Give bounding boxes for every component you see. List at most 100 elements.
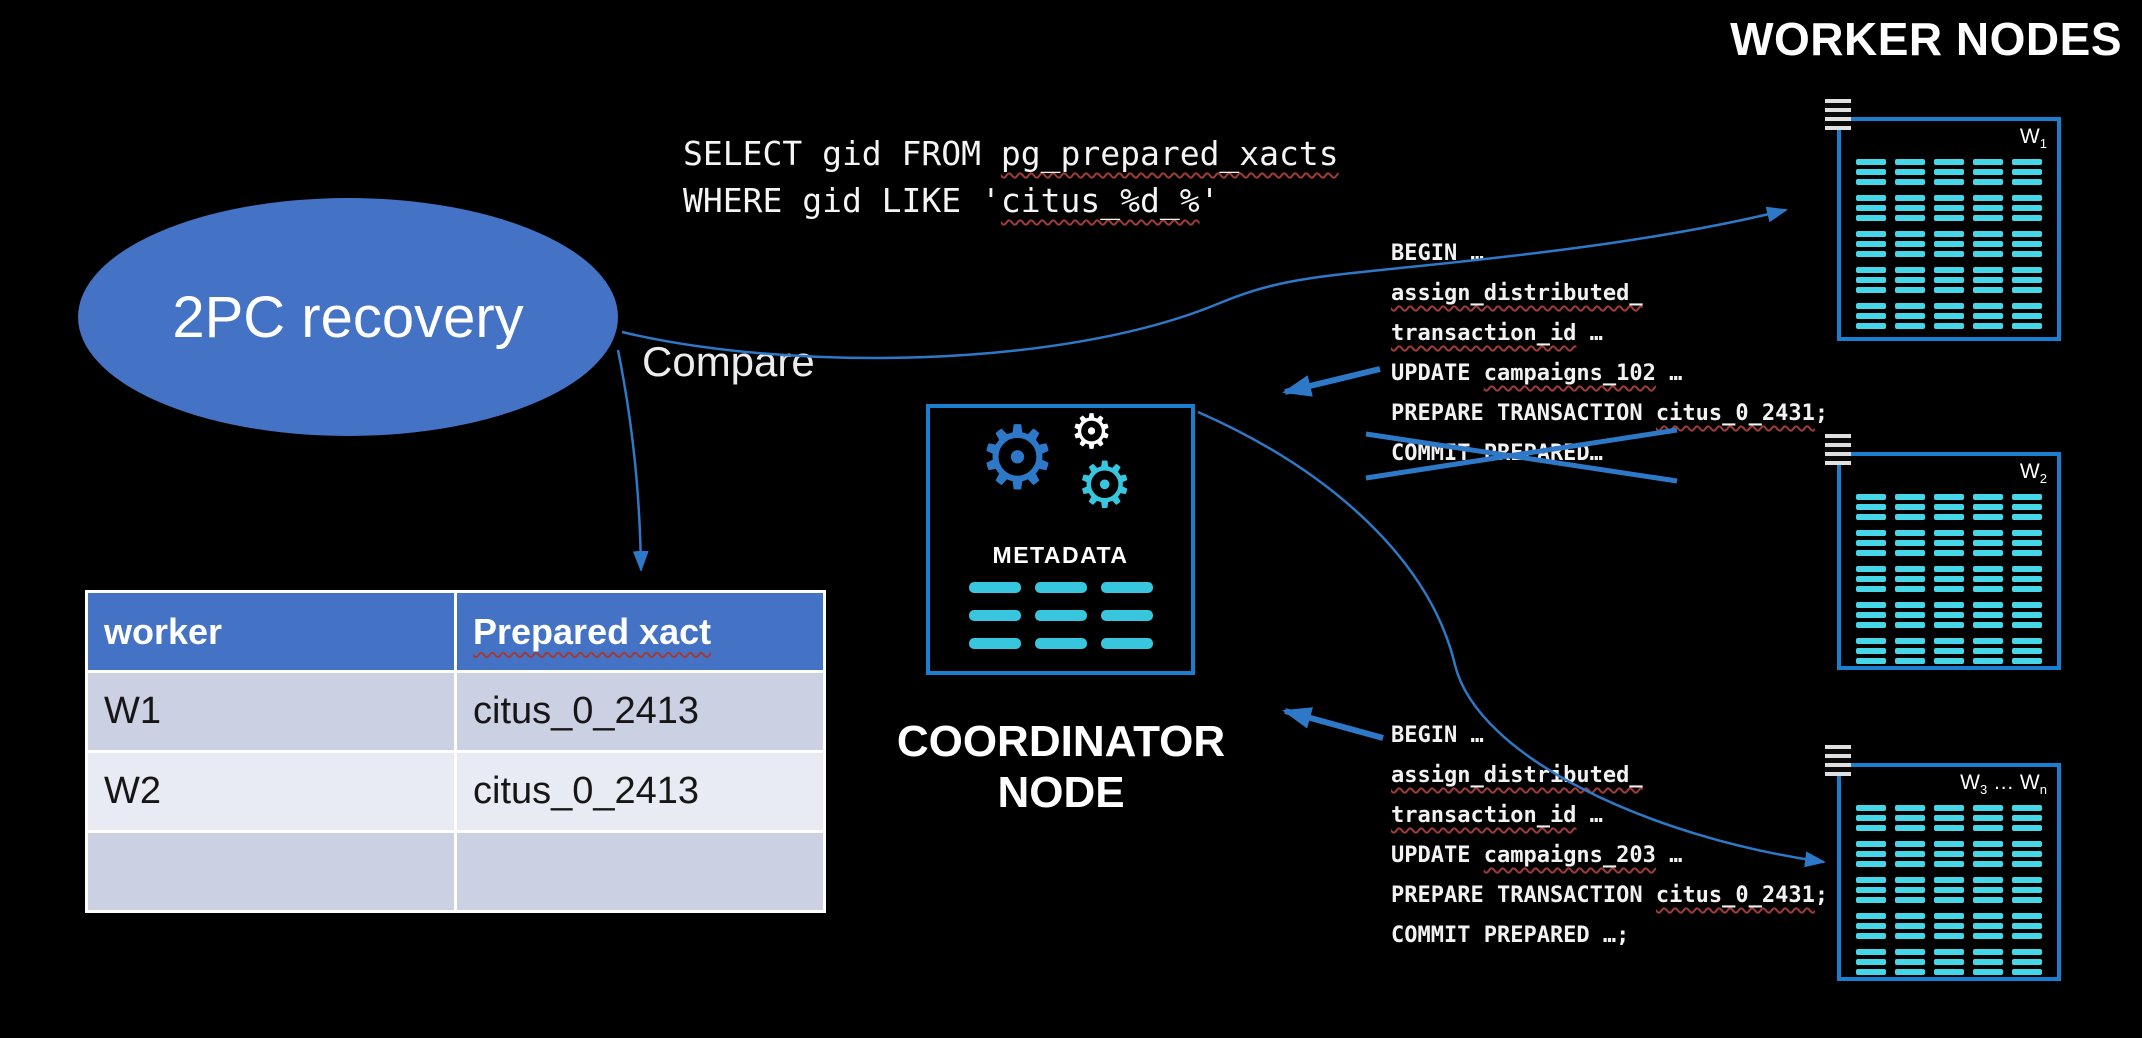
metadata-line <box>1034 582 1087 593</box>
server-unit-icon <box>1934 159 1964 185</box>
server-unit-icon <box>2012 159 2042 185</box>
server-unit-icon <box>1973 841 2003 867</box>
server-unit-icon <box>1856 303 1886 329</box>
server-unit-icon <box>1934 877 1964 903</box>
compare-label: Compare <box>642 338 815 385</box>
coordinator-box: ⚙ ⚙ ⚙ METADATA <box>926 404 1195 675</box>
worker-label: W3 … Wn <box>1960 771 2047 798</box>
server-unit-icon <box>1856 267 1886 293</box>
server-unit-icon <box>1895 303 1925 329</box>
server-unit-icon <box>2012 602 2042 628</box>
worker-box: W2 <box>1825 434 2061 670</box>
server-unit-icon <box>1934 195 1964 221</box>
2pc-recovery-ellipse: 2PC recovery <box>78 198 618 436</box>
server-unit-icon <box>1973 949 2003 975</box>
server-unit-icon <box>1934 638 1964 664</box>
coordinator-node-title: COORDINATOR NODE <box>876 716 1246 818</box>
server-unit-icon <box>1934 841 1964 867</box>
server-unit-icon <box>2012 638 2042 664</box>
server-unit-icon <box>2012 530 2042 556</box>
server-unit-icon <box>1973 494 2003 520</box>
table-cell: W1 <box>88 673 454 750</box>
table-cell: citus_0_2413 <box>457 753 823 830</box>
tx-line: COMMIT PREPARED …; <box>1391 923 1630 948</box>
server-unit-icon <box>1856 530 1886 556</box>
server-unit-icon <box>1973 638 2003 664</box>
coordinator-title-line: NODE <box>997 768 1125 817</box>
server-unit-icon <box>1895 530 1925 556</box>
metadata-line <box>968 582 1021 593</box>
sql-line: SELECT gid FROM pg_prepared_xacts <box>683 134 1339 173</box>
worker-label: W1 <box>2019 125 2047 152</box>
server-unit-icon <box>1856 602 1886 628</box>
tx-line: transaction_id … <box>1391 321 1603 346</box>
server-unit-icon <box>2012 949 2042 975</box>
tx-line: PREPARE TRANSACTION citus_0_2431; <box>1391 401 1829 426</box>
server-unit-icon <box>2012 566 2042 592</box>
server-unit-icon <box>1895 602 1925 628</box>
server-unit-icon <box>1973 303 2003 329</box>
metadata-line <box>1034 610 1087 621</box>
server-unit-icon <box>1934 913 1964 939</box>
server-unit-icon <box>1856 231 1886 257</box>
server-unit-icon <box>1856 638 1886 664</box>
metadata-line <box>968 638 1021 649</box>
server-unit-icon <box>1934 805 1964 831</box>
server-unit-icon <box>1895 494 1925 520</box>
server-unit-icon <box>1973 602 2003 628</box>
server-unit-icon <box>2012 195 2042 221</box>
server-unit-icon <box>2012 877 2042 903</box>
tx-block: BEGIN …assign_distributed_transaction_id… <box>1391 234 1931 474</box>
server-unit-icon <box>1934 303 1964 329</box>
server-unit-icon <box>2012 231 2042 257</box>
server-icon <box>1825 745 1851 776</box>
server-icon <box>1825 99 1851 130</box>
gear-icon: ⚙ <box>1070 404 1114 460</box>
server-grid <box>1856 159 2042 329</box>
server-unit-icon <box>1934 602 1964 628</box>
server-unit-icon <box>1895 841 1925 867</box>
table-header-cell: Prepared xact <box>457 593 823 670</box>
sql-line: WHERE gid LIKE 'citus_%d_%' <box>683 181 1220 220</box>
gear-icon: ⚙ <box>978 406 1057 509</box>
server-unit-icon <box>1895 638 1925 664</box>
tx-line: BEGIN … <box>1391 723 1484 748</box>
server-unit-icon <box>2012 494 2042 520</box>
server-unit-icon <box>1856 195 1886 221</box>
server-unit-icon <box>1973 195 2003 221</box>
arrow-tx1-to-coordinator <box>1282 366 1381 397</box>
server-unit-icon <box>1856 159 1886 185</box>
table-cell: citus_0_2413 <box>457 673 823 750</box>
server-unit-icon <box>1973 267 2003 293</box>
metadata-line <box>968 610 1021 621</box>
worker-label: W2 <box>2019 460 2047 487</box>
server-unit-icon <box>1856 949 1886 975</box>
server-unit-icon <box>1895 566 1925 592</box>
server-unit-icon <box>1934 231 1964 257</box>
server-unit-icon <box>1856 494 1886 520</box>
metadata-label: METADATA <box>992 542 1129 568</box>
server-unit-icon <box>1895 949 1925 975</box>
table-header-cell: worker <box>88 593 454 670</box>
metadata-lines-icon <box>968 582 1153 649</box>
server-unit-icon <box>1934 267 1964 293</box>
server-unit-icon <box>1856 805 1886 831</box>
coordinator-title-line: COORDINATOR <box>896 717 1226 766</box>
server-unit-icon <box>1934 949 1964 975</box>
metadata-line <box>1100 638 1153 649</box>
server-unit-icon <box>1856 913 1886 939</box>
arrow-tx2-to-coordinator <box>1282 707 1384 741</box>
gear-icon: ⚙ <box>1076 449 1134 523</box>
server-grid <box>1856 494 2042 664</box>
table-cell: W2 <box>88 753 454 830</box>
server-unit-icon <box>1895 195 1925 221</box>
server-unit-icon <box>2012 805 2042 831</box>
metadata-line <box>1100 582 1153 593</box>
tx-line: assign_distributed_ <box>1391 281 1643 306</box>
tx-line: UPDATE campaigns_102 … <box>1391 361 1683 386</box>
tx-line: COMMIT PREPARED… <box>1391 441 1603 466</box>
server-unit-icon <box>1895 267 1925 293</box>
server-unit-icon <box>1973 231 2003 257</box>
